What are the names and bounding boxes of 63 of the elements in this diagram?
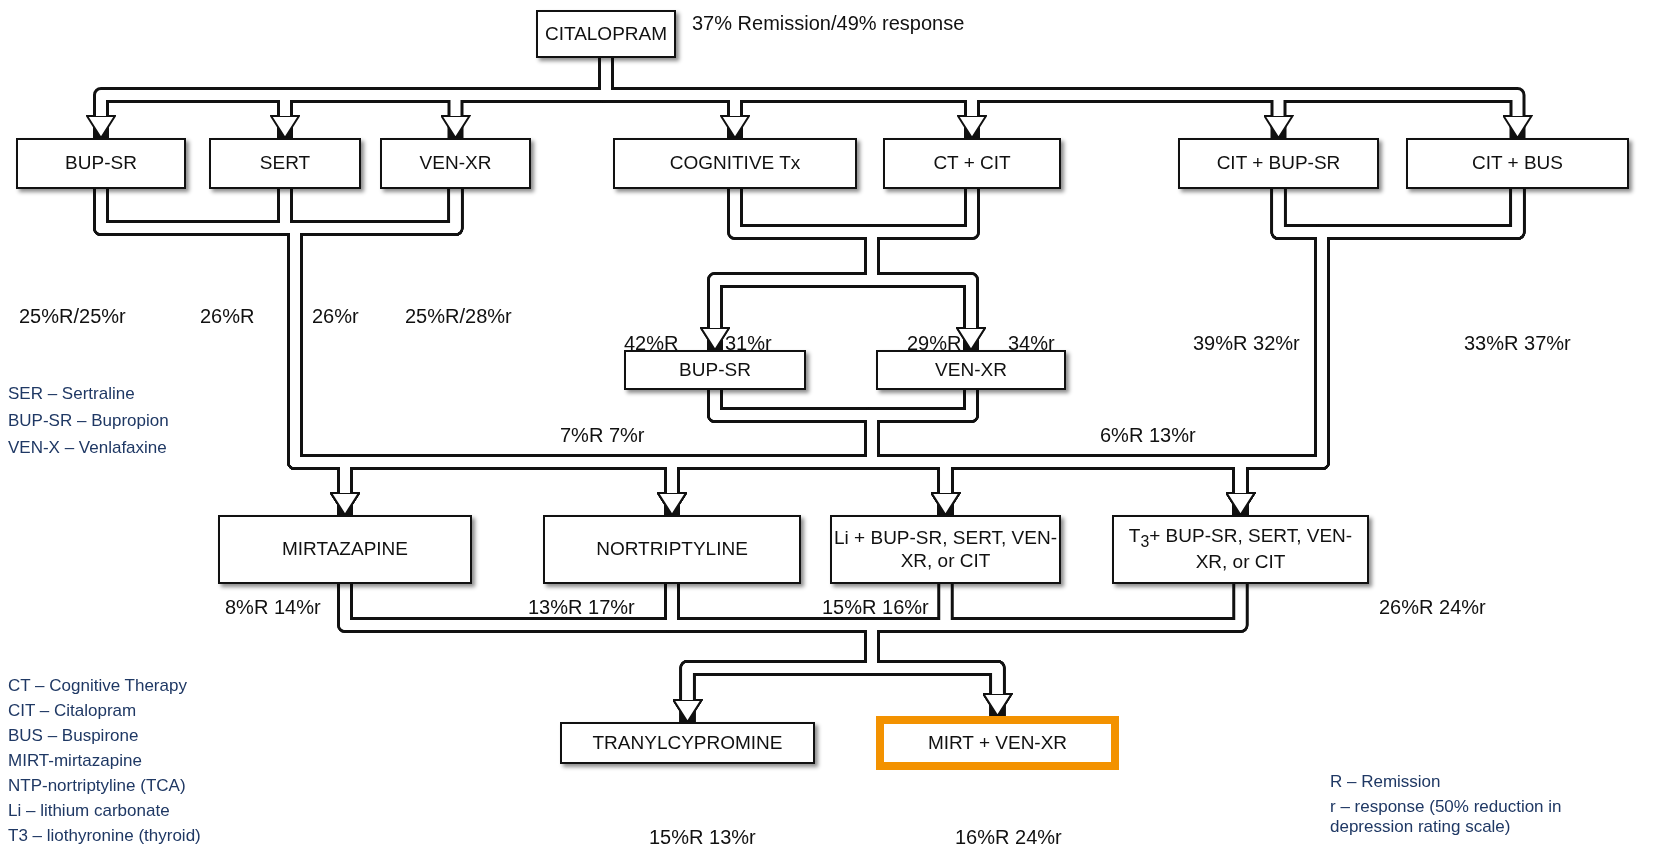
abbreviation-note: SER – Sertraline xyxy=(8,384,135,404)
box-label: VEN-XR xyxy=(419,152,492,175)
abbreviation-note: MIRT-mirtazapine xyxy=(8,751,142,771)
abbreviation-note: NTP-nortriptyline (TCA) xyxy=(8,776,186,796)
result-note: 37% Remission/49% response xyxy=(692,12,965,35)
result-label: 25%R/28%r xyxy=(405,305,512,328)
process-box xyxy=(1178,138,1379,189)
process-box xyxy=(624,350,806,390)
box-label: T$_{3}$+ BUP-SR, SERT, VEN-XR, or CIT xyxy=(1127,524,1354,575)
process-box xyxy=(876,350,1066,390)
abbreviation-note: R – Remission xyxy=(1330,772,1441,792)
box-label: NORTRIPTYLINE xyxy=(596,538,748,561)
box-label: BUP-SR xyxy=(679,358,751,382)
abbreviation-note: T3 – liothyronine (thyroid) xyxy=(8,826,201,846)
abbreviation-note: BUS – Buspirone xyxy=(8,726,139,746)
box-label: CITALOPRAM xyxy=(544,22,668,46)
box-label: MIRTAZAPINE xyxy=(282,538,408,561)
result-label: 15%R 13%r xyxy=(649,826,756,849)
process-box xyxy=(16,138,186,189)
result-label: 25%R/25%r xyxy=(19,305,126,328)
process-box xyxy=(883,138,1061,189)
box-label: CT + CIT xyxy=(933,152,1011,175)
process-box xyxy=(218,515,472,584)
box-label: TRANYLCYPROMINE xyxy=(592,731,783,755)
box-label: Li + BUP-SR, SERT, VEN-XR, or CIT xyxy=(833,526,1058,573)
box-label: COGNITIVE Tx xyxy=(669,152,801,175)
result-label: 29%R xyxy=(907,332,962,355)
process-box xyxy=(1406,138,1629,189)
result-label: 42%R xyxy=(624,332,679,355)
result-label: 26%R 24%r xyxy=(1379,596,1486,619)
result-label: 26%R xyxy=(200,305,255,328)
result-label: 8%R 14%r xyxy=(225,596,321,619)
box-label: VEN-XR xyxy=(935,358,1007,382)
process-box xyxy=(876,716,1119,770)
result-label: 34%r xyxy=(1008,332,1055,355)
process-box xyxy=(380,138,531,189)
abbreviation-note: r – response (50% reduction in depression rating scale) xyxy=(1330,797,1563,837)
box-label: SERT xyxy=(259,152,311,175)
process-box xyxy=(536,10,676,58)
result-label: 26%r xyxy=(312,305,359,328)
process-box xyxy=(830,515,1061,584)
box-label: MIRT + VEN-XR xyxy=(927,731,1068,755)
process-box xyxy=(1112,515,1369,584)
abbreviation-note: CT – Cognitive Therapy xyxy=(8,676,187,696)
result-label: 39%R 32%r xyxy=(1193,332,1300,355)
abbreviation-note: CIT – Citalopram xyxy=(8,701,137,721)
box-label: BUP-SR xyxy=(65,152,137,175)
process-box xyxy=(543,515,801,584)
process-box xyxy=(613,138,857,189)
abbreviation-note: BUP-SR – Bupropion xyxy=(8,411,169,431)
box-label: CIT + BUP-SR xyxy=(1216,152,1341,175)
result-label: 16%R 24%r xyxy=(955,826,1062,849)
result-label: 13%R 17%r xyxy=(528,596,635,619)
result-label: 33%R 37%r xyxy=(1464,332,1571,355)
result-label: 15%R 16%r xyxy=(822,596,929,619)
result-label: 7%R 7%r xyxy=(560,424,645,447)
box-label: CIT + BUS xyxy=(1472,152,1563,175)
result-label: 6%R 13%r xyxy=(1100,424,1196,447)
result-label: 31%r xyxy=(725,332,772,355)
process-box xyxy=(560,722,815,764)
abbreviation-note: Li – lithium carbonate xyxy=(8,801,170,821)
process-box xyxy=(209,138,361,189)
abbreviation-note: VEN-X – Venlafaxine xyxy=(8,438,167,458)
